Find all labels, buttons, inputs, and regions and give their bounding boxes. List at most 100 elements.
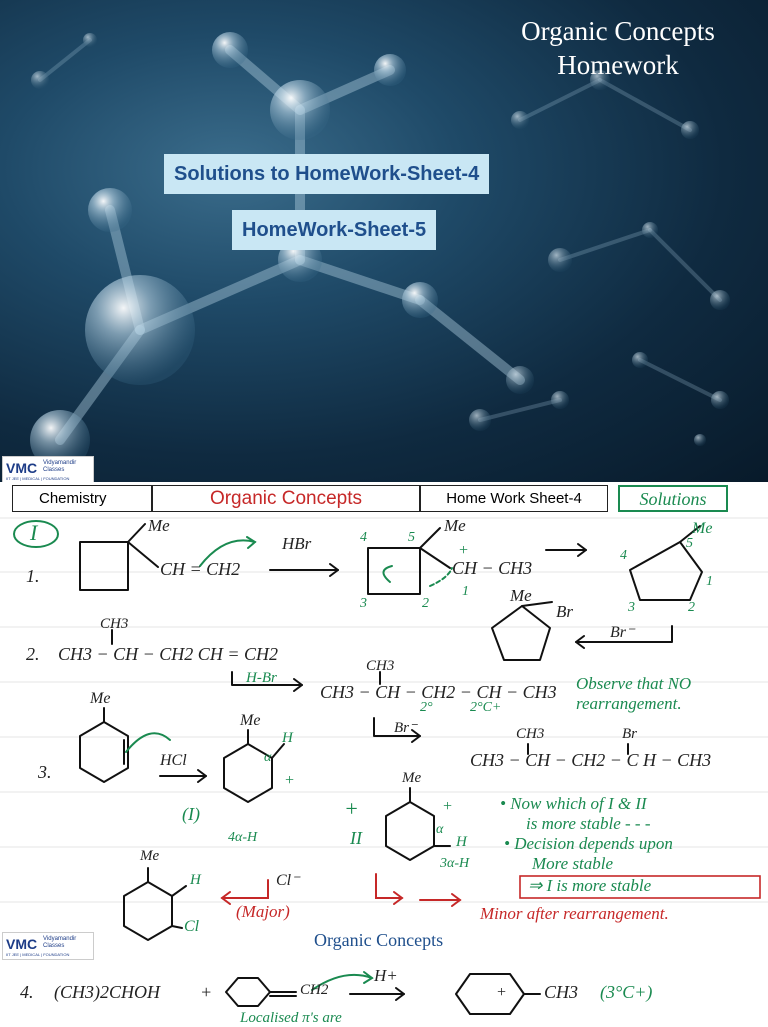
q2-top-methyl: CH3 [100, 616, 129, 632]
footer-logo-sub: IIT JEE | MEDICAL | FOUNDATION [6, 952, 70, 957]
q2-bromide-ion: Br⁻ [394, 720, 417, 736]
q4-product-methyl: CH3 [544, 982, 579, 1002]
q3-plus-sign: + [344, 796, 359, 821]
q4-reagent: H+ [374, 966, 398, 985]
q3-note-line1: • Now which of I & II [500, 794, 647, 813]
q3-major-product [123, 881, 173, 941]
q4-carbocation-product [455, 973, 525, 1015]
cover-title-line1: Organic Concepts [521, 16, 715, 46]
q3-I-hydrogen: H [282, 730, 293, 746]
q3-major-label: (Major) [236, 902, 290, 921]
q2-product-formula: CH3 − CH − CH2 − C H − CH3 [470, 750, 712, 770]
footer-text: Organic Concepts [314, 930, 444, 950]
q1-number: 1. [26, 566, 40, 586]
q1-cyclobutane [79, 541, 129, 591]
q2-intermediate-methyl: CH3 [366, 658, 395, 674]
q1-ring-num3: 3 [628, 600, 635, 615]
q1-ring-num4: 4 [620, 548, 627, 563]
q3-I-alpha: α [264, 750, 272, 765]
q1-ring-num2: 2 [688, 600, 695, 615]
section-marker-ellipse [13, 520, 59, 548]
q2-product-methyl: CH3 [516, 726, 545, 742]
q1-num5: 5 [408, 530, 415, 545]
q1-num2: 2 [422, 596, 429, 611]
q1-product-methyl: Me [444, 516, 466, 535]
q4-product-tag: (3°C+) [600, 982, 653, 1002]
q4-methylenecyclohexane [225, 977, 271, 1007]
q3-I-plus: + [284, 772, 295, 789]
q3-reagent: HCl [160, 752, 187, 769]
q3-intermediate-II [385, 801, 435, 861]
q3-cyclohexene [79, 721, 129, 783]
q3-I-alpha-count: 4α-H [228, 830, 258, 845]
vmc-logo-name: Vidyamandir Classes [43, 460, 77, 473]
q1-bromo-product [491, 605, 551, 661]
vmc-logo-brand: VMC [6, 460, 38, 476]
q1-bromo-methyl: Me [510, 586, 532, 605]
q4-note: Localised π's are [240, 1010, 342, 1026]
q1-ring-methyl: Me [692, 520, 713, 537]
q2-number: 2. [26, 644, 40, 664]
vmc-logo: VMC Vidyamandir Classes IIT JEE | MEDICA… [2, 456, 94, 482]
cover-title-line2: Homework [557, 50, 679, 80]
q1-ring-num5: 5 [686, 536, 693, 551]
q1-num3: 3 [360, 596, 367, 611]
q3-number: 3. [38, 762, 52, 782]
q2-formula: CH3 − CH − CH2 CH = CH2 [58, 644, 278, 664]
q1-vinyl-chain: CH = CH2 [160, 559, 241, 579]
handwritten-drawings [0, 517, 768, 1015]
molecule-background-image [30, 32, 730, 470]
header-subject: Chemistry [12, 485, 152, 512]
q2-product-bromine: Br [622, 726, 637, 742]
q1-reagent: HBr [282, 534, 312, 553]
vmc-logo-sub: IIT JEE | MEDICAL | FOUNDATION [6, 476, 70, 481]
q1-num1: 1 [462, 584, 469, 599]
q3-conclusion: ⇒ I is more stable [528, 876, 652, 895]
q3-product-methyl: Me [140, 848, 160, 864]
q1-ring-num1: 1 [706, 574, 713, 589]
footer-logo-name: Vidyamandir Classes [43, 936, 77, 949]
q4-number: 4. [20, 982, 34, 1002]
q1-methyl: Me [148, 516, 170, 535]
header-sheet: Home Work Sheet-4 [420, 485, 608, 512]
q3-minor-label: Minor after rearrangement. [480, 904, 669, 923]
q1-bromine: Br [556, 602, 573, 621]
q4-reactant: (CH3)2CHOH [54, 982, 160, 1002]
q3-II-methyl: Me [402, 770, 422, 786]
q3-I-methyl: Me [240, 712, 261, 729]
cover-title: Organic Concepts Homework [478, 14, 758, 82]
footer-logo-brand: VMC [6, 936, 38, 952]
q2-secondary-cation: 2°C+ [470, 700, 502, 715]
q1-num4: 4 [360, 530, 367, 545]
q1-cyclopentane [629, 541, 703, 601]
q3-methyl: Me [90, 690, 111, 707]
header-solutions-tag: Solutions [618, 485, 728, 512]
header-topic: Organic Concepts [152, 485, 420, 512]
homework-solution-sheet: Chemistry Organic Concepts Home Work She… [0, 482, 768, 1026]
q1-product-chain: CH − CH3 [452, 558, 533, 578]
q4-ring-substituent: CH2 [300, 982, 329, 998]
homework-sheet-box: HomeWork-Sheet-5 [232, 210, 437, 250]
q3-II-label: II [350, 828, 362, 848]
q3-II-plus: + [442, 798, 453, 815]
q3-note-line2: is more stable - - - [526, 814, 651, 833]
q4-plus: + [200, 982, 213, 1002]
q3-note-line3: • Decision depends upon [504, 834, 673, 853]
footer-vmc-logo: VMC Vidyamandir Classes IIT JEE | MEDICA… [2, 932, 94, 960]
q3-note-line4: More stable [532, 854, 614, 873]
q3-product-hydrogen: H [190, 872, 201, 888]
q4-product-plus: + [496, 984, 507, 1001]
section-mark: I [30, 520, 38, 545]
q3-I-label: (I) [182, 804, 200, 824]
q2-reagent: H-Br [246, 670, 277, 686]
q3-II-hydrogen: H [456, 834, 467, 850]
q1-bromide-ion: Br⁻ [610, 624, 635, 641]
q3-product-chlorine: Cl [184, 918, 200, 935]
q2-note-line1: Observe that NO [576, 674, 692, 693]
cover-slide: Organic Concepts Homework Solutions to H… [0, 0, 768, 482]
q3-II-alpha: α [436, 822, 444, 837]
q3-II-alpha-count: 3α-H [440, 856, 470, 871]
q2-note-line2: rearrangement. [576, 694, 682, 713]
q1-carbocation-ring [367, 547, 421, 595]
q2-intermediate-formula: CH3 − CH − CH2 − CH − CH3 [320, 682, 557, 702]
